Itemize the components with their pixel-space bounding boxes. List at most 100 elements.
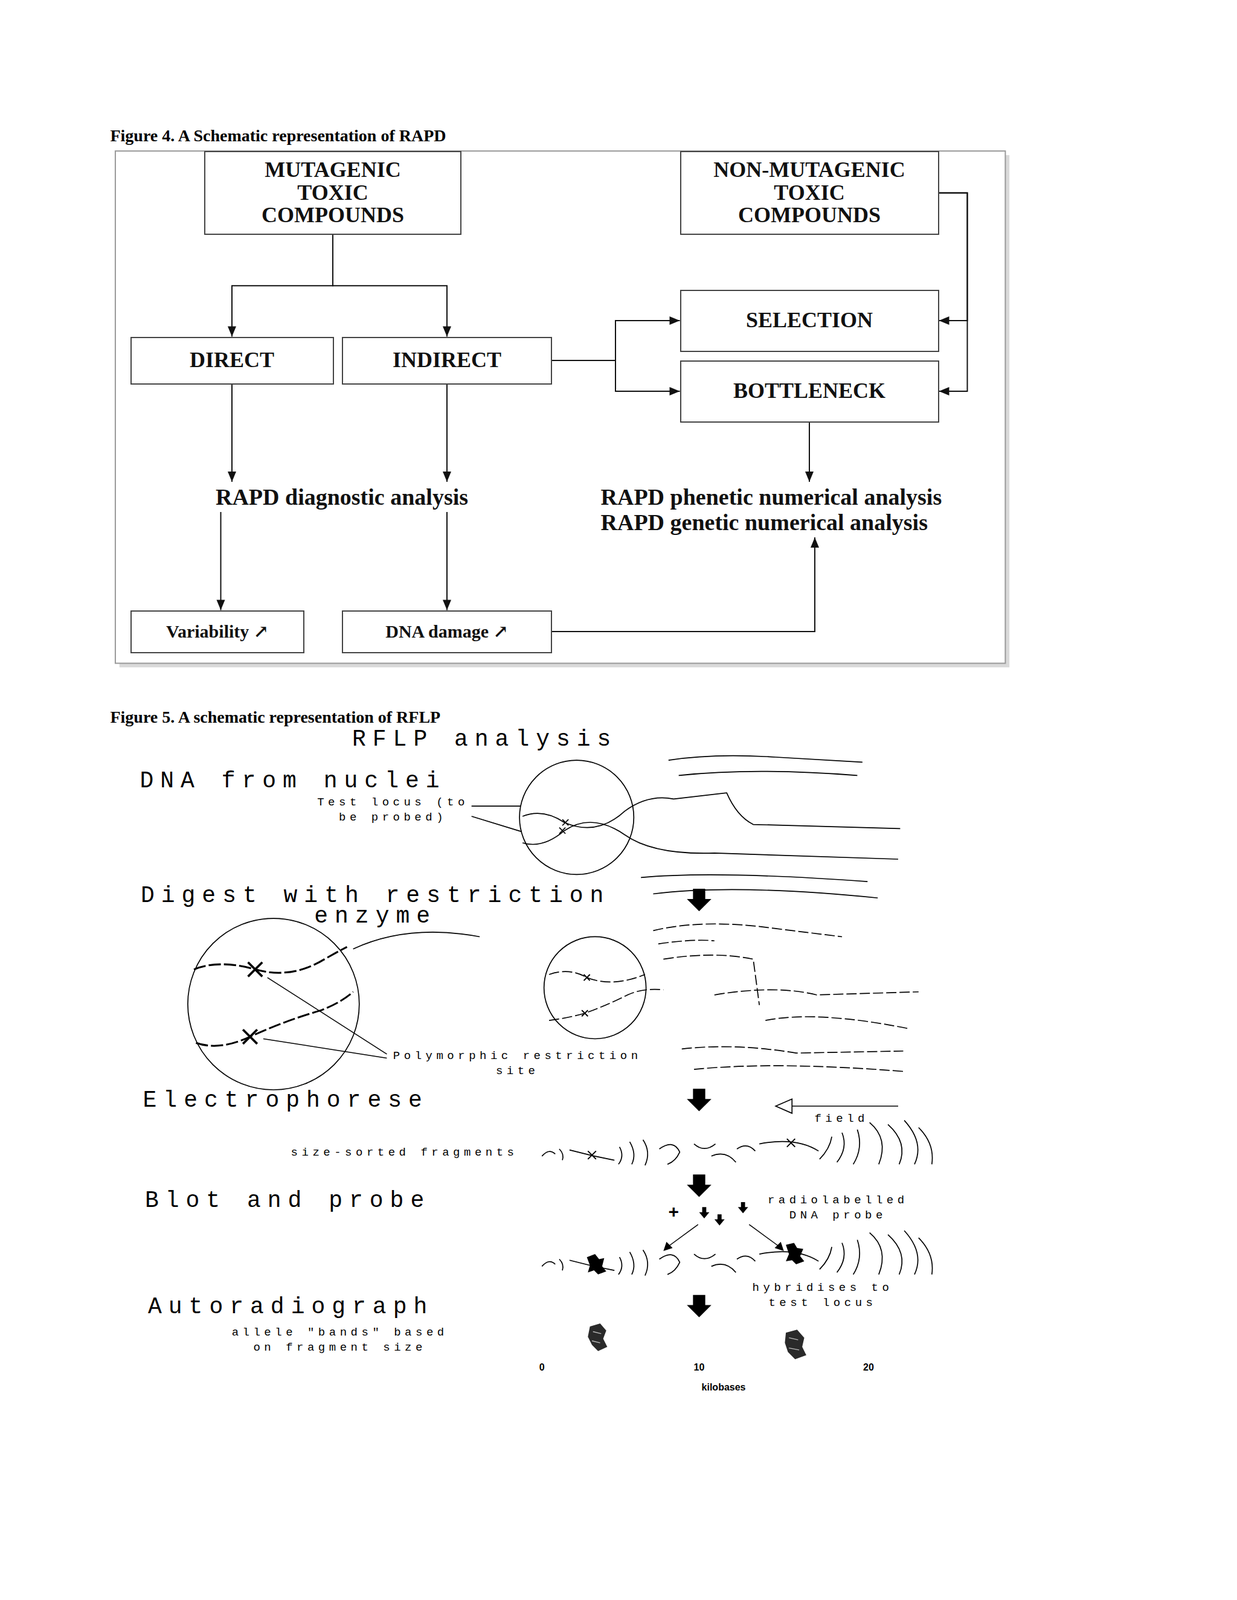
gel-fragments [587,1254,607,1276]
note-label: Test locus (to be probed) [316,795,470,826]
note-label: Polymorphic restriction site [391,1049,643,1080]
note-label: size-sorted fragments [291,1145,519,1161]
autoradiograph-band [784,1330,806,1360]
axis-number: 0 [539,1362,545,1374]
field-arrow [791,1105,899,1108]
arrowhead [810,537,820,548]
node-text: DNA damage ↗ [385,621,508,643]
digested-dna [353,932,481,950]
note-label: radiolabelled DNA probe [761,1193,916,1224]
connector [552,537,820,632]
digested-dna [263,1038,387,1059]
connector [805,422,814,483]
dna-strands [678,771,858,777]
outcome-box: DNA damage ↗ [341,610,553,654]
figure-caption: Figure 5. A schematic representation of … [109,707,441,728]
connector-line [231,384,233,483]
autoradiograph-band [591,1332,601,1344]
autoradiograph-band [788,1338,800,1351]
analysis-label: RAPD diagnostic analysis [212,481,473,513]
arrowhead [216,600,226,611]
source-box: MUTAGENIC TOXIC COMPOUNDS [204,151,462,235]
probe-arrows [748,1224,780,1248]
node-text: Variability ↗ [166,621,269,643]
connector-line [220,512,222,611]
source-box: NON-MUTAGENIC TOXIC COMPOUNDS [680,151,940,235]
node-text: RAPD genetic numerical analysis [600,509,928,536]
dna-strands [652,889,878,899]
probe-arrows [698,1207,710,1219]
digested-dna [549,989,664,1021]
process-arrow [686,889,712,1318]
axis-label: kilobases [701,1381,746,1394]
probe-arrows [774,1242,784,1252]
note-label: hybridises to test locus [745,1281,900,1312]
digested-dna [714,989,919,995]
step-label: Digest with restriction enzyme [139,886,611,928]
probe-arrows [663,1242,673,1252]
dna-strands [471,805,521,807]
dna-strands [640,875,868,882]
step-label: Blot and probe [144,1191,431,1212]
gel-fragments [541,1121,932,1166]
connector-line [231,234,333,338]
field-arrow [775,1099,899,1114]
connector [552,360,681,396]
probe-arrows [667,1224,699,1248]
digested-dna [584,974,591,981]
connector [227,384,237,483]
digested-dna [652,924,842,937]
step-label: Autoradiograph [147,1297,434,1318]
arrowhead [805,471,814,482]
process-arrow [686,1295,712,1318]
arrowhead [442,471,452,482]
digested-dna [658,940,715,945]
digested-dna [581,1010,588,1017]
process-arrow [686,1174,712,1198]
dna-strands [471,756,901,899]
digested-dna [694,1066,903,1072]
connector-line [552,320,681,361]
arrowhead [939,316,950,325]
axis-number: 10 [694,1362,705,1374]
figure-title: RFLP analysis [352,729,618,751]
digested-dna [242,1029,258,1045]
pathway-box: DIRECT [130,337,335,385]
digested-dna [544,936,647,1039]
gel-fragments [541,1121,932,1277]
connector [216,512,226,611]
gel-fragments [541,1230,932,1276]
digested-dna [193,947,347,974]
probe-arrows [714,1214,725,1227]
node-text: NON-MUTAGENIC TOXIC COMPOUNDS [709,158,910,228]
node-text: INDIRECT [392,349,502,373]
dna-strands [522,793,900,829]
dna-strands [668,756,863,763]
arrowhead [669,387,681,396]
digested-dna [195,992,353,1047]
figure-frame [115,151,1006,664]
figure-frame [115,151,1010,668]
node-text: DIRECT [189,349,275,373]
note-label: field [814,1111,869,1128]
probe-arrows [738,1202,749,1215]
autoradiograph-band [587,1323,608,1352]
step-label: DNA from nuclei [139,771,446,792]
note-label: allele "bands" based on fragment size [219,1325,460,1356]
dna-strands [522,822,899,860]
gel-fragments [785,1243,804,1265]
axis-number: 20 [863,1362,874,1374]
digested-dna [765,1017,909,1030]
process-box: SELECTION [680,289,940,353]
connector-line [332,234,447,338]
connector [939,193,968,397]
connector-line [552,537,815,632]
digested-dna [681,1047,904,1054]
digested-dna [187,918,360,1091]
connector [227,234,333,338]
connector-line [939,193,968,322]
node-text: SELECTION [745,309,873,333]
node-text: BOTTLENECK [733,379,886,403]
